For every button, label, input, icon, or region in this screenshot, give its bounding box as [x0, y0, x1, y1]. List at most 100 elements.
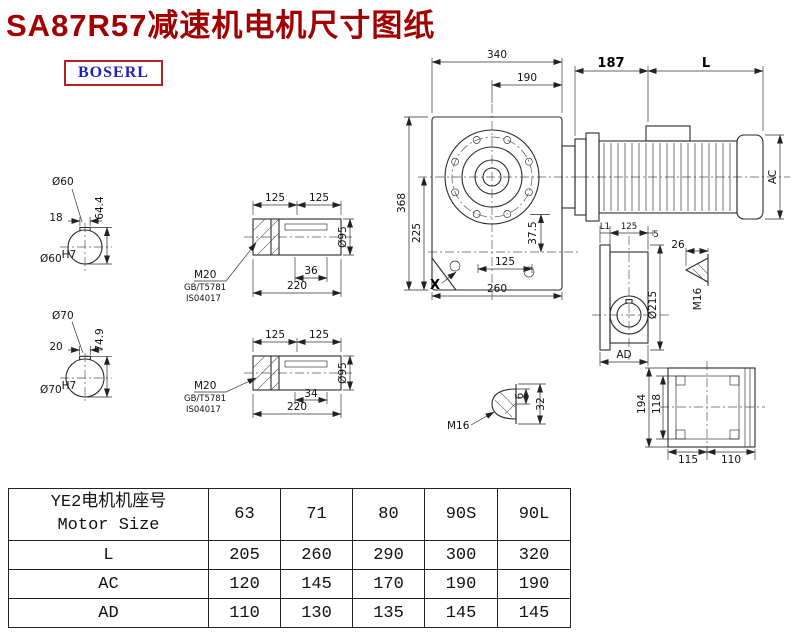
bore-70-end-view: Ø70 20 74.9 Ø70H7	[40, 310, 112, 403]
shaft-side-view-top: 125 125 M20 GB/T5781 IS04017 36 220 Ø95	[184, 192, 354, 304]
table-cell: 120	[208, 569, 281, 599]
dim-220-top: 220	[287, 280, 307, 292]
side-flange	[599, 244, 611, 351]
dim-125-c: 125	[265, 329, 285, 341]
label-m20: M20	[194, 269, 216, 281]
dim-34: 34	[304, 388, 318, 400]
row-label: AD	[8, 598, 209, 628]
table-cell: 290	[352, 540, 425, 570]
label-m16-detail: M16	[447, 420, 470, 432]
dim-125-b: 125	[309, 192, 329, 204]
table-cell: 190	[424, 569, 498, 599]
label-iso4017: IS04017	[186, 294, 221, 304]
keyway-top	[284, 223, 328, 231]
flange-bolt-holes	[451, 136, 533, 218]
rear-outline	[667, 367, 756, 448]
dim-64-4: 64.4	[94, 196, 106, 220]
table-row-L: L 205 260 290 300 320	[8, 540, 571, 570]
keyway-bottom	[284, 360, 328, 368]
mount-rear-view: 194 118 115 110	[636, 361, 765, 466]
dim-37-5: 37.5	[527, 221, 539, 244]
label-m20-b: M20	[194, 380, 216, 392]
dim-125-d: 125	[309, 329, 329, 341]
table-cell: 110	[208, 598, 281, 628]
dim-260: 260	[487, 283, 507, 295]
page-title: SA87R57减速机电机尺寸图纸	[6, 8, 436, 43]
dim-32: 32	[535, 397, 547, 410]
table-cell: 145	[280, 569, 353, 599]
shaft-body-bottom	[252, 355, 342, 391]
table-cell: 145	[497, 598, 571, 628]
col-size-90l: 90L	[497, 488, 571, 541]
dim-AD: AD	[616, 349, 631, 361]
col-size-80: 80	[352, 488, 425, 541]
motor-cooling-fins	[603, 143, 731, 211]
dim-118: 118	[651, 394, 663, 414]
terminal-box	[645, 125, 691, 142]
header-cn: YE2电机机座号	[50, 492, 167, 512]
bore-60-end-view: Ø60 18 64.4 Ø60H7	[40, 176, 112, 272]
table-cell: 130	[280, 598, 353, 628]
dim-d95-top: Ø95	[337, 226, 349, 248]
dim-340: 340	[487, 49, 507, 61]
shaft-end-cone	[684, 254, 709, 286]
dim-220-bottom: 220	[287, 401, 307, 413]
dim-d95-bottom: Ø95	[337, 362, 349, 384]
dim-20: 20	[49, 341, 62, 353]
motor-side-view: 187 L AC	[574, 56, 790, 222]
dim-L1: L1	[600, 222, 610, 232]
table-cell: 145	[424, 598, 498, 628]
table-row-AC: AC 120 145 170 190 190	[8, 569, 571, 599]
header-en: Motor Size	[57, 515, 160, 535]
row-label: AC	[8, 569, 209, 599]
dim-125-side: 125	[621, 222, 637, 232]
shaft-body-top	[252, 218, 342, 256]
dim-115: 115	[678, 454, 698, 466]
dim-225: 225	[411, 223, 423, 243]
dim-36: 36	[304, 265, 318, 277]
gearbox-front-view: 340 190 368 225 37.5 125 260 X	[396, 49, 587, 300]
dim-5: 5	[653, 230, 658, 240]
brand-logo: BOSERL	[64, 60, 163, 86]
dim-18: 18	[49, 212, 62, 224]
table-cell: 170	[352, 569, 425, 599]
dim-125-a: 125	[265, 192, 285, 204]
table-cell: 300	[424, 540, 498, 570]
label-d70h7: Ø70H7	[40, 380, 76, 396]
col-size-63: 63	[208, 488, 281, 541]
dim-L: L	[702, 56, 710, 71]
label-gbt5781-b: GB/T5781	[184, 394, 226, 404]
key-section-detail: 6 32 M16	[447, 383, 547, 432]
table-row-AD: AD 110 130 135 145 145	[8, 598, 571, 628]
dim-194: 194	[636, 394, 648, 414]
dim-6: 6	[514, 392, 526, 399]
motor-dimension-table: YE2电机机座号 Motor Size 63 71 80 90S 90L L 2…	[8, 488, 571, 628]
row-label: L	[8, 540, 209, 570]
table-cell: 190	[497, 569, 571, 599]
label-d60: Ø60	[52, 176, 74, 188]
col-size-71: 71	[280, 488, 353, 541]
dim-AC: AC	[767, 170, 779, 184]
dim-26: 26	[671, 239, 685, 251]
label-iso4017-b: IS04017	[186, 405, 221, 415]
gearbox-side-view: L1 125 5 26 M16 Ø215 AD	[592, 222, 709, 366]
output-flange-circle	[444, 129, 540, 225]
label-d60h7: Ø60H7	[40, 249, 76, 265]
table-cell: 135	[352, 598, 425, 628]
fan-cover	[736, 134, 764, 220]
dim-187: 187	[597, 56, 624, 71]
col-size-90s: 90S	[424, 488, 498, 541]
table-cell: 260	[280, 540, 353, 570]
side-body	[609, 251, 649, 344]
dim-368: 368	[396, 193, 408, 213]
label-d70: Ø70	[52, 310, 74, 322]
label-m16-side: M16	[692, 287, 704, 310]
dim-74-9: 74.9	[94, 328, 106, 351]
dim-110: 110	[721, 454, 741, 466]
key-profile	[491, 388, 517, 420]
x-marker: X	[430, 278, 440, 293]
label-gbt5781: GB/T5781	[184, 283, 226, 293]
table-cell: 205	[208, 540, 281, 570]
table-cell: 320	[497, 540, 571, 570]
